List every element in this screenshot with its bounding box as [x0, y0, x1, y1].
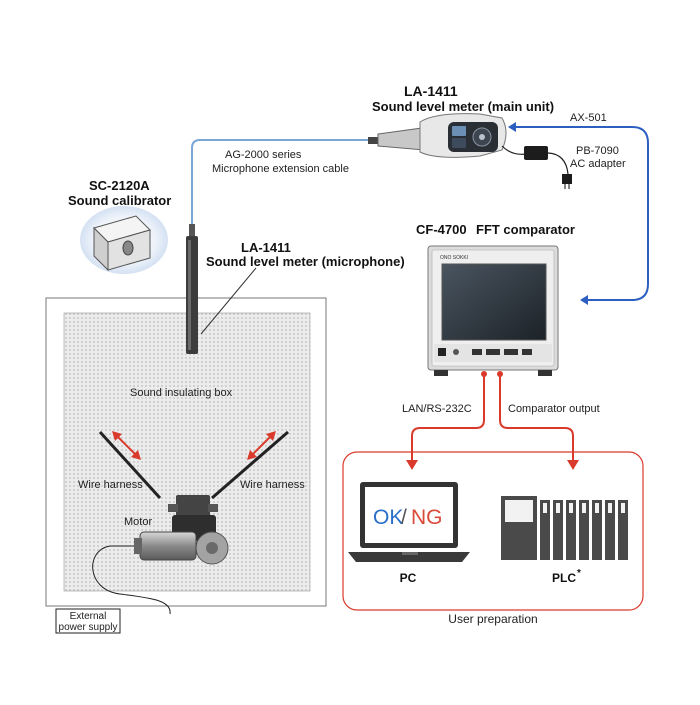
external-power-line1: External	[70, 611, 107, 622]
arrow-left-ax501-icon	[508, 122, 516, 132]
sound-calibrator-icon	[80, 206, 168, 274]
cf4700-desc: FFT comparator	[476, 222, 575, 237]
microphone-icon	[186, 224, 198, 354]
wire-harness-right	[211, 430, 289, 500]
plc-icon	[501, 496, 628, 560]
ag2000-label-line2: Microphone extension cable	[212, 163, 349, 175]
wire-harness-left-label: Wire harness	[78, 479, 143, 491]
sc2120a-model: SC-2120A	[89, 178, 150, 193]
ng-text: NG	[411, 506, 443, 529]
ono-sokki-logo: ONO SOKKI	[440, 255, 468, 261]
double-arrow-left-icon	[112, 431, 141, 460]
sound-level-meter-main-unit-icon	[368, 113, 507, 158]
cf4700-model: CF-4700	[416, 222, 467, 237]
double-arrow-right-icon	[247, 431, 276, 460]
connector-dot-lan	[481, 371, 487, 377]
ac-adapter-icon	[524, 146, 572, 189]
pb7090-desc: AC adapter	[570, 158, 626, 170]
ag2000-label-line1: AG-2000 series	[225, 149, 302, 161]
la1411-mic-desc: Sound level meter (microphone)	[206, 254, 405, 269]
user-preparation-label: User preparation	[448, 612, 537, 626]
connector-dot-output	[497, 371, 503, 377]
pc-label: PC	[400, 571, 417, 585]
fft-comparator-icon	[427, 245, 559, 376]
sound-box-label: Sound insulating box	[130, 387, 233, 399]
external-power-line2: power supply	[59, 622, 118, 633]
ok-text: OK	[373, 506, 403, 529]
plc-label: PLC	[552, 571, 576, 585]
la1411-main-desc: Sound level meter (main unit)	[372, 99, 554, 114]
user-preparation-frame	[342, 451, 644, 611]
wire-harness-left	[98, 430, 162, 500]
pc-laptop-icon	[348, 482, 470, 562]
external-power-supply	[55, 608, 121, 634]
slash-text: /	[401, 506, 407, 529]
arrow-down-pc-icon	[406, 460, 418, 470]
ax501-label: AX-501	[570, 112, 607, 124]
motor-icon	[110, 495, 229, 565]
wire-harness-right-label: Wire harness	[240, 479, 305, 491]
motor-label: Motor	[124, 516, 152, 528]
arrow-left-cf4700-icon	[580, 295, 588, 305]
lan-rs232c-label: LAN/RS-232C	[402, 403, 472, 415]
la1411-mic-model: LA-1411	[241, 240, 291, 255]
arrow-down-plc-icon	[567, 460, 579, 470]
plc-asterisk: *	[577, 568, 581, 579]
comparator-output-label: Comparator output	[508, 403, 600, 415]
pb7090-model: PB-7090	[576, 145, 619, 157]
sc2120a-desc: Sound calibrator	[68, 193, 171, 208]
la1411-main-model: LA-1411	[404, 83, 458, 99]
